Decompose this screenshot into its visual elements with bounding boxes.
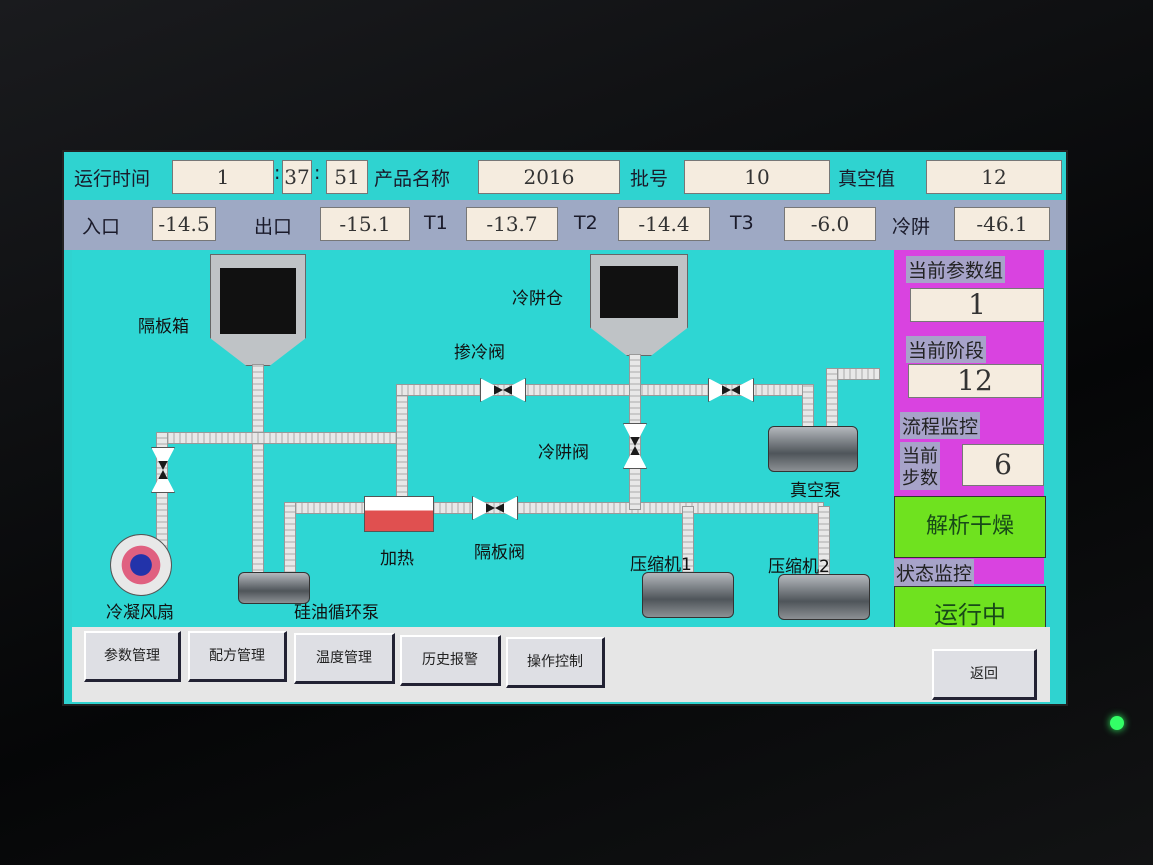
recipe-button[interactable]: 配方管理 (188, 631, 287, 682)
vacuum-pump[interactable] (768, 426, 858, 472)
pipe (252, 364, 264, 582)
params-button[interactable]: 参数管理 (84, 631, 181, 682)
mix-cold-valve-label: 掺冷阀 (454, 343, 505, 363)
baffle-valve-label: 隔板阀 (474, 543, 525, 563)
silicone-pump-label: 硅油循环泵 (294, 603, 379, 623)
outlet-temp: -15.1 (320, 207, 410, 241)
t3-temp: -6.0 (784, 207, 876, 241)
phase-indicator: 解析干燥 (894, 496, 1046, 558)
pipe (156, 432, 398, 444)
condenser-fan[interactable] (110, 534, 172, 596)
t3-label: T3 (730, 212, 754, 234)
run-seconds-field[interactable]: 51 (326, 160, 368, 194)
run-time-label: 运行时间 (74, 168, 151, 190)
cold-trap-label: 冷阱 (892, 216, 931, 238)
param-group-panel: 当前参数组 1 (894, 250, 1044, 332)
process-diagram: 隔板箱 冷阱仓 掺冷阀 冷阱阀 真空泵 加热 隔板阀 压缩机1 压缩机2 冷凝风… (72, 250, 894, 640)
stage-label: 当前阶段 (906, 336, 987, 363)
cold-trap-bin-label: 冷阱仓 (512, 289, 563, 309)
step-label-line2: 步数 (900, 464, 940, 490)
temperature-button[interactable]: 温度管理 (294, 633, 395, 684)
cold-trap-valve-label: 冷阱阀 (538, 443, 589, 463)
mix-cold-valve[interactable] (480, 378, 526, 402)
step-value: 6 (962, 444, 1044, 486)
run-hours-field[interactable]: 1 (172, 160, 274, 194)
operation-button[interactable]: 操作控制 (506, 637, 605, 688)
flow-monitor-panel: 流程监控 当前 步数 6 (894, 406, 1044, 496)
status-monitor-bar: 状态监控 (894, 558, 1044, 586)
stage-panel: 当前阶段 12 (894, 332, 1044, 406)
compressor-2[interactable] (778, 574, 870, 620)
batch-label: 批号 (630, 168, 669, 190)
t2-temp: -14.4 (618, 207, 710, 241)
cold-trap-valve[interactable] (623, 423, 647, 469)
alarm-history-button[interactable]: 历史报警 (400, 635, 501, 686)
t1-label: T1 (424, 212, 448, 234)
flow-monitor-label: 流程监控 (900, 412, 981, 439)
cold-trap-temp: -46.1 (954, 207, 1050, 241)
heater[interactable] (364, 496, 434, 532)
param-group-value: 1 (910, 288, 1044, 322)
vacuum-label: 真空值 (838, 168, 896, 190)
hmi-screen: 运行时间 1 : 37 : 51 产品名称 2016 批号 10 真空值 12 … (62, 150, 1068, 706)
stage-value: 12 (908, 364, 1042, 398)
run-minutes-field[interactable]: 37 (282, 160, 312, 194)
t2-label: T2 (574, 212, 598, 234)
inlet-temp: -14.5 (152, 207, 216, 241)
vacuum-pump-label: 真空泵 (790, 481, 841, 501)
baffle-valve[interactable] (472, 496, 518, 520)
step-label-line1: 当前 (900, 442, 940, 468)
product-label: 产品名称 (374, 168, 451, 190)
baffle-box-level (220, 268, 296, 334)
time-separator: : (314, 162, 321, 184)
product-field[interactable]: 2016 (478, 160, 620, 194)
power-led (1110, 716, 1124, 730)
param-group-label: 当前参数组 (906, 256, 1006, 283)
fan-valve[interactable] (151, 447, 175, 493)
compressor-2-label: 压缩机2 (768, 557, 830, 577)
compressor-1-label: 压缩机1 (630, 555, 692, 575)
compressor-1[interactable] (642, 572, 734, 618)
t1-temp: -13.7 (466, 207, 558, 241)
batch-field[interactable]: 10 (684, 160, 830, 194)
cold-trap-level (600, 266, 678, 318)
back-button[interactable]: 返回 (932, 649, 1037, 700)
status-monitor-label: 状态监控 (894, 559, 975, 586)
vacuum-valve[interactable] (708, 378, 754, 402)
bottom-nav: 参数管理 配方管理 温度管理 历史报警 操作控制 返回 (72, 627, 1050, 702)
silicone-oil-pump[interactable] (238, 572, 310, 604)
pipe (396, 386, 408, 504)
status-panel: 当前参数组 1 当前阶段 12 流程监控 当前 步数 6 解析干燥 状态监控 运… (894, 250, 1049, 644)
temperature-bar: 入口 -14.5 出口 -15.1 T1 -13.7 T2 -14.4 T3 -… (64, 200, 1066, 250)
vacuum-field[interactable]: 12 (926, 160, 1062, 194)
condenser-fan-label: 冷凝风扇 (106, 603, 174, 623)
inlet-label: 入口 (82, 216, 121, 238)
heating-label: 加热 (380, 549, 414, 569)
baffle-box-label: 隔板箱 (138, 317, 189, 337)
outlet-label: 出口 (254, 216, 293, 238)
time-separator: : (274, 162, 281, 184)
